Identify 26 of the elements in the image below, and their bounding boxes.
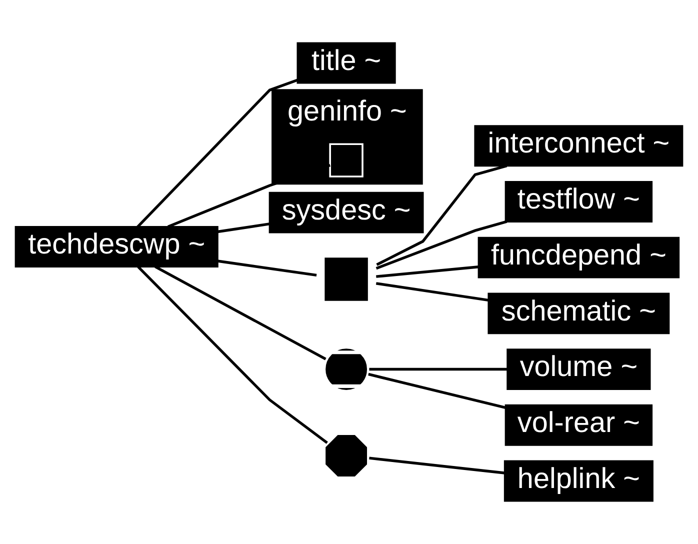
connector [369, 368, 508, 371]
connector [368, 372, 506, 410]
connector [376, 220, 508, 270]
cluster: geninfo ~ [272, 89, 423, 185]
connector [217, 260, 317, 277]
node-box: vol-rear ~ [504, 404, 653, 446]
node-box: funcdepend ~ [478, 236, 680, 278]
node-box: volume ~ [506, 348, 651, 390]
connector [369, 456, 505, 474]
node-box: sysdesc ~ [268, 192, 424, 234]
connector [167, 164, 331, 228]
connector [217, 222, 270, 234]
node-box [329, 143, 364, 178]
node-box: interconnect ~ [474, 125, 684, 167]
connector [376, 282, 488, 302]
node-box: title ~ [296, 42, 396, 84]
node-box: helplink ~ [504, 460, 654, 502]
node-box: testflow ~ [504, 181, 653, 222]
connector [376, 266, 479, 278]
node-box [322, 256, 370, 303]
connector [154, 266, 326, 360]
connector [137, 266, 328, 444]
connector [376, 164, 508, 266]
node-box: techdescwp ~ [14, 226, 218, 268]
connector [136, 78, 298, 228]
node-box: schematic ~ [488, 292, 670, 334]
